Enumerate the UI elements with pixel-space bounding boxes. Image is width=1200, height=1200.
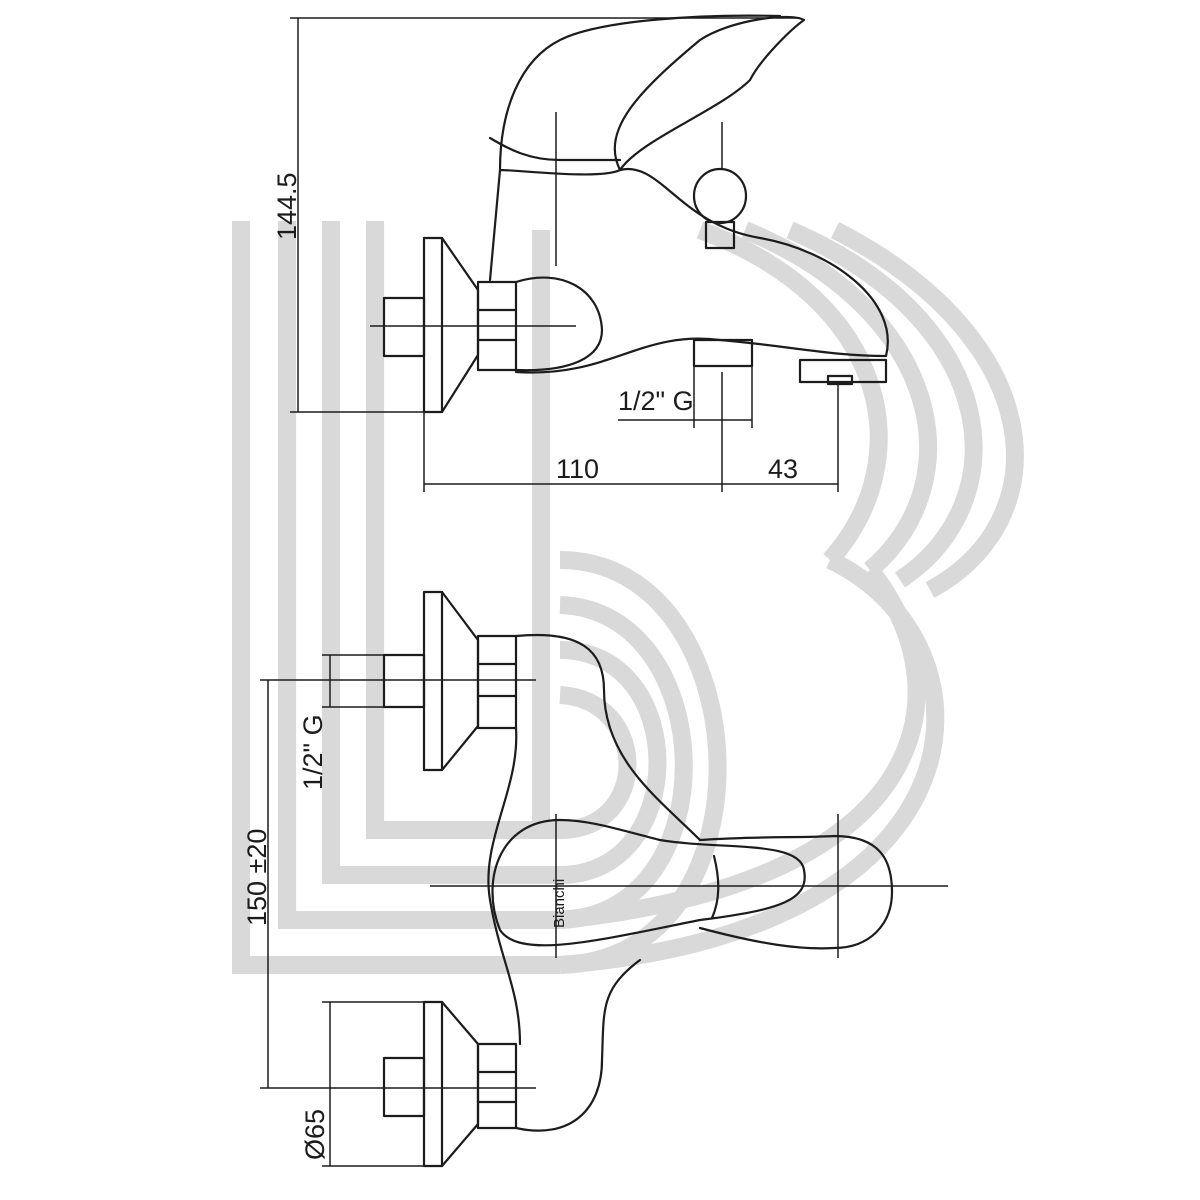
dim-spout-offset-label: 43: [768, 454, 798, 484]
dim-depth: 110 43: [423, 372, 839, 492]
side-diverter-knob: [692, 167, 748, 225]
dim-inlet-thread: 1/2" G: [298, 654, 384, 790]
side-spout-outlet: [798, 358, 888, 384]
front-upper-pipe: [382, 653, 426, 709]
side-inlet-pipe: [382, 296, 426, 358]
front-upper-flange: [422, 590, 480, 772]
front-view: Bianchi 1/2" G 150 ±20 Ø65: [242, 590, 948, 1168]
front-upper-hex-nut: [476, 634, 518, 730]
side-spout-thread: [692, 338, 754, 368]
dim-flange-diameter-label: Ø65: [300, 1109, 330, 1160]
front-lower-pipe: [382, 1056, 426, 1118]
side-wall-flange: [422, 236, 480, 414]
side-lever: [488, 14, 806, 282]
watermark-bars: [232, 221, 560, 974]
dim-inlet-thread-label: 1/2" G: [298, 714, 328, 790]
side-view: 144.5 1/2" G 110 43: [272, 14, 889, 492]
front-mixer-body: [487, 633, 702, 1132]
front-lower-flange: [422, 1000, 480, 1168]
dim-centres: 150 ±20: [242, 679, 330, 1089]
front-body-cap: [698, 834, 894, 950]
dim-spout-thread: 1/2" G: [618, 366, 753, 428]
watermark-arcs: [559, 221, 1024, 974]
front-lower-hex-nut: [476, 1042, 518, 1130]
front-lever-handle: [491, 818, 806, 947]
dim-centres-label: 150 ±20: [242, 829, 272, 926]
handle-brand-label: Bianchi: [551, 879, 568, 928]
dim-depth-label: 110: [556, 454, 599, 484]
dim-flange-diameter: Ø65: [300, 1001, 424, 1167]
dim-spout-thread-label: 1/2" G: [618, 386, 694, 416]
watermark-logo: [232, 221, 1024, 974]
dim-height-label: 144.5: [272, 172, 302, 240]
dim-height: 144.5: [272, 17, 800, 413]
